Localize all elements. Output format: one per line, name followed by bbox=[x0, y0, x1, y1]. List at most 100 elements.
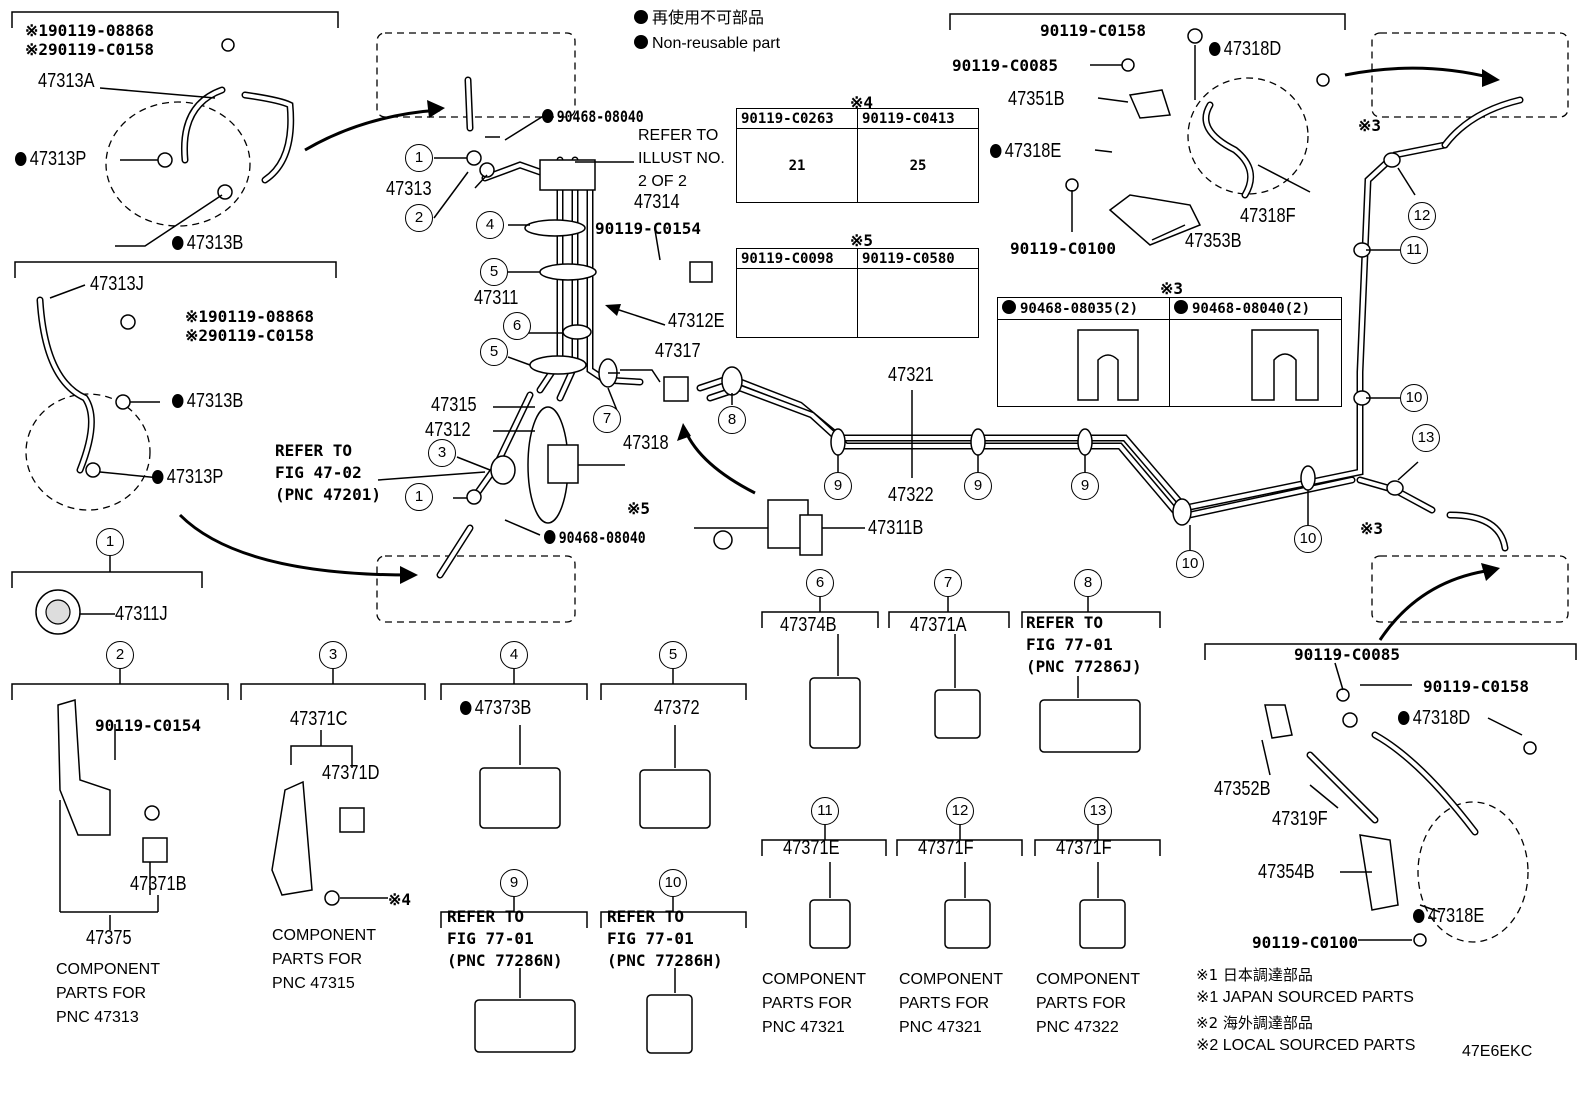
label-47318E-br: 47318E bbox=[1413, 905, 1484, 927]
callout-9b: 9 bbox=[964, 472, 992, 500]
label-47311J: 47311J bbox=[115, 603, 168, 625]
callout-9a: 9 bbox=[824, 472, 852, 500]
label-47312: 47312 bbox=[425, 419, 471, 441]
spec3-a: 90468-08035(2) bbox=[1020, 301, 1139, 317]
label-90119-C0100-tr: 90119-C0100 bbox=[1010, 239, 1116, 258]
spec3-table: 90468-08035(2) 90468-08040(2) bbox=[997, 297, 1342, 407]
label-47375: 47375 bbox=[86, 927, 132, 949]
label-47352B: 47352B bbox=[1214, 778, 1271, 800]
callout-2a: 2 bbox=[405, 204, 433, 232]
group-brackets bbox=[11, 11, 1577, 928]
label-47313B-b: 47313B bbox=[172, 390, 243, 412]
callout-7a: 7 bbox=[593, 405, 621, 433]
label-47313B: 47313B bbox=[172, 232, 243, 254]
note5-mark: ※5 bbox=[627, 499, 651, 518]
label-90468-08040-a: 90468-08040 bbox=[542, 105, 644, 128]
comp-47313-2: PARTS FOR bbox=[56, 985, 147, 1002]
callout-1a: 1 bbox=[405, 144, 433, 172]
callout-7-group: 7 bbox=[934, 569, 962, 597]
comp-47321-b3: PNC 47321 bbox=[899, 1019, 982, 1036]
callout-12a: 12 bbox=[1408, 202, 1436, 230]
label-47317: 47317 bbox=[655, 340, 701, 362]
footnote-2-en: ※2 LOCAL SOURCED PARTS bbox=[1196, 1037, 1416, 1054]
refer-illust-2: ILLUST NO. bbox=[638, 150, 725, 167]
comp-47321-a3: PNC 47321 bbox=[762, 1019, 845, 1036]
refer-77286J-3: (PNC 77286J) bbox=[1026, 657, 1142, 676]
label-47321: 47321 bbox=[888, 364, 934, 386]
refer-77286J-1: REFER TO bbox=[1026, 613, 1104, 632]
label-47373B: 47373B bbox=[460, 697, 531, 719]
label-47371D: 47371D bbox=[322, 762, 380, 784]
comp-47313-1: COMPONENT bbox=[56, 961, 160, 978]
refer-77286N-3: (PNC 77286N) bbox=[447, 951, 563, 970]
spec5-a: 90119-C0098 bbox=[736, 248, 858, 269]
label-47319F: 47319F bbox=[1272, 808, 1328, 830]
callout-12-group: 12 bbox=[946, 797, 974, 825]
label-47371A: 47371A bbox=[910, 614, 967, 636]
legend-en: Non-reusable part bbox=[634, 34, 780, 54]
spec3-mark: ※3 bbox=[1160, 279, 1184, 298]
callout-1b: 1 bbox=[405, 483, 433, 511]
label-47371C: 47371C bbox=[290, 708, 348, 730]
spec5-mark: ※5 bbox=[850, 231, 874, 250]
flex-hoses bbox=[36, 86, 1479, 836]
label-47313P: 47313P bbox=[15, 148, 86, 170]
comp-47315-3: PNC 47315 bbox=[272, 975, 355, 992]
refer-fig47-3: (PNC 47201) bbox=[275, 485, 381, 504]
callout-10-group: 10 bbox=[659, 869, 687, 897]
spec3-b: 90468-08040(2) bbox=[1192, 301, 1311, 317]
label-47374B: 47374B bbox=[780, 614, 837, 636]
label-47318: 47318 bbox=[623, 432, 669, 454]
label-47311: 47311 bbox=[474, 287, 519, 309]
label-47313P-b: 47313P bbox=[152, 466, 223, 488]
callout-8a: 8 bbox=[718, 406, 746, 434]
comp-47321-a1: COMPONENT bbox=[762, 971, 866, 988]
label-47372: 47372 bbox=[654, 697, 700, 719]
callout-3a: 3 bbox=[428, 439, 456, 467]
comp-47321-b2: PARTS FOR bbox=[899, 995, 990, 1012]
label-47312E: 47312E bbox=[668, 310, 725, 332]
label-47371F-b: 47371F bbox=[1056, 837, 1112, 859]
label-47314: 47314 bbox=[634, 191, 680, 213]
note2-90119-C0158: ※290119-C0158 bbox=[25, 40, 155, 59]
refer-77286J-2: FIG 77-01 bbox=[1026, 635, 1113, 654]
label-47354B: 47354B bbox=[1258, 861, 1315, 883]
brake-lines bbox=[436, 76, 1524, 579]
refer-77286N-1: REFER TO bbox=[447, 907, 525, 926]
refer-77286N-2: FIG 77-01 bbox=[447, 929, 534, 948]
leader-lines bbox=[49, 45, 1523, 998]
label-47371F-a: 47371F bbox=[918, 837, 974, 859]
comp-47313-3: PNC 47313 bbox=[56, 1009, 139, 1026]
callout-9-group: 9 bbox=[500, 869, 528, 897]
legend-ja: 再使用不可部品 bbox=[634, 9, 764, 29]
label-90119-C0085-br: 90119-C0085 bbox=[1294, 645, 1400, 664]
comp-47315-1: COMPONENT bbox=[272, 927, 376, 944]
label-90119-C0158-br: 90119-C0158 bbox=[1423, 677, 1529, 696]
label-90119-C0154-a: 90119-C0154 bbox=[595, 219, 701, 238]
label-47353B: 47353B bbox=[1185, 230, 1242, 252]
diagram-code: 47E6EKC bbox=[1462, 1043, 1533, 1060]
note1-90119-08868: ※190119-08868 bbox=[25, 21, 155, 40]
comp-47315-2: PARTS FOR bbox=[272, 951, 363, 968]
refer-fig47-1: REFER TO bbox=[275, 441, 353, 460]
spec5-b: 90119-C0580 bbox=[857, 248, 979, 269]
refer-illust-3: 2 OF 2 bbox=[638, 173, 687, 190]
label-47318D-br: 47318D bbox=[1398, 707, 1470, 729]
callout-3-group: 3 bbox=[319, 641, 347, 669]
flow-arrows bbox=[178, 66, 1500, 641]
callout-4a: 4 bbox=[476, 211, 504, 239]
label-90119-C0154-b: 90119-C0154 bbox=[95, 716, 201, 735]
detail-boxes bbox=[25, 32, 1569, 943]
callout-5a: 5 bbox=[480, 258, 508, 286]
callout-6-group: 6 bbox=[806, 569, 834, 597]
callout-2-group: 2 bbox=[106, 641, 134, 669]
label-47313J: 47313J bbox=[90, 273, 144, 295]
refer-77286H-2: FIG 77-01 bbox=[607, 929, 694, 948]
footnote-2-ja: ※2 海外調達部品 bbox=[1196, 1014, 1313, 1032]
label-90468-08040-b: 90468-08040 bbox=[544, 526, 646, 549]
callout-13-group: 13 bbox=[1084, 797, 1112, 825]
label-47313: 47313 bbox=[386, 178, 432, 200]
refer-illust-1: REFER TO bbox=[638, 127, 719, 144]
